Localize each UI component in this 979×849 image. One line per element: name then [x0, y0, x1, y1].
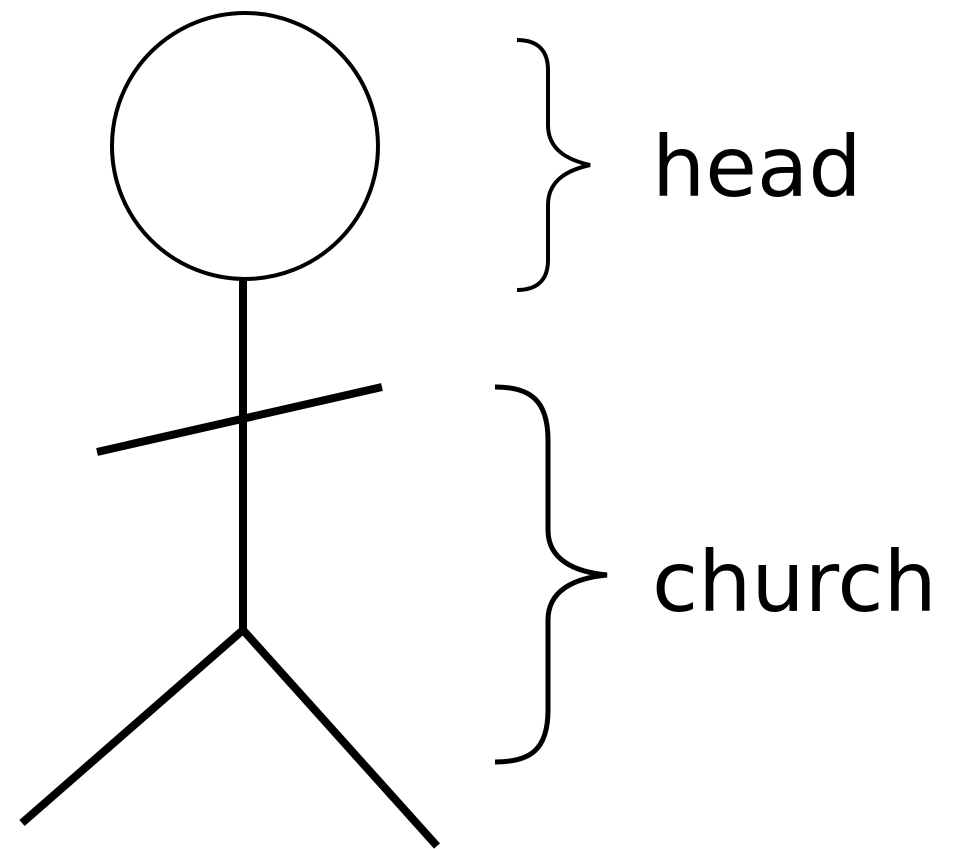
- church-label: church: [652, 533, 937, 631]
- head-label: head: [652, 118, 862, 216]
- figure-left-leg: [22, 630, 243, 823]
- figure-head-circle: [112, 13, 378, 279]
- figure-right-leg: [243, 630, 437, 846]
- head-brace: [517, 40, 590, 290]
- church-brace: [495, 387, 607, 762]
- stick-figure: [22, 13, 437, 846]
